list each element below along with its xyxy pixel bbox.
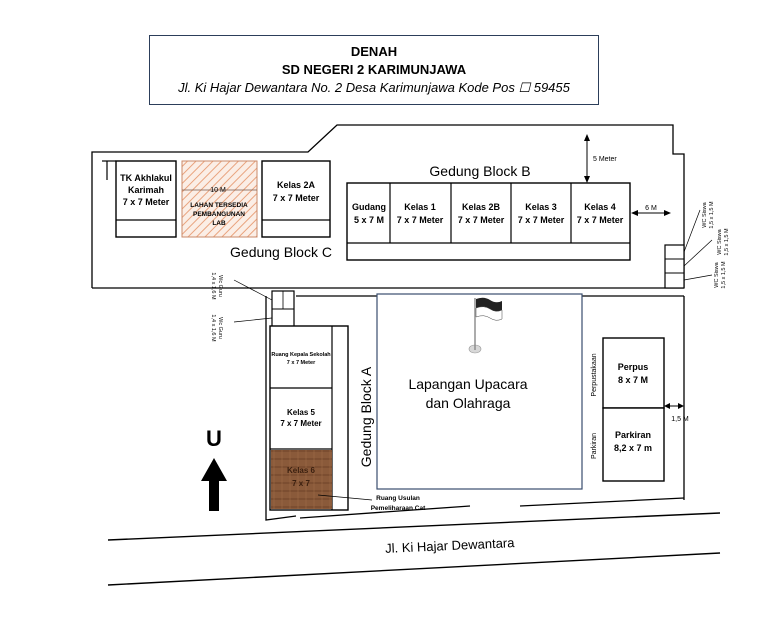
parkir-name: Parkiran: [615, 430, 651, 440]
wc-siswa-a-label: WC Siswa: [702, 201, 708, 227]
block-c-label: Gedung Block C: [230, 244, 332, 260]
title-address: Jl. Ki Hajar Dewantara No. 2 Desa Karimu…: [178, 80, 570, 95]
tk-name: TK Akhlakul: [120, 173, 172, 183]
title-school: SD NEGERI 2 KARIMUNJAWA: [281, 62, 467, 77]
room-kelas2b-name: Kelas 2B: [462, 202, 501, 212]
room-kelas4-name: Kelas 4: [584, 202, 616, 212]
lab-line-2: PEMBANGUNAN: [193, 211, 245, 218]
block-c-lab: [181, 160, 258, 238]
road-edge-bottom: [107, 552, 721, 586]
block-c-kelas2a: [261, 160, 331, 238]
block-a-label: Gedung Block A: [358, 366, 374, 467]
boundary-north: [91, 124, 685, 288]
usulan-line-1: Ruang Usulan: [376, 495, 420, 502]
boundary-south: [265, 296, 297, 521]
wc-guru-b-label: Wc Guru: [217, 317, 223, 339]
wc-siswa-leader-2: [683, 239, 713, 267]
perpus-name: Perpus: [618, 362, 649, 372]
field-line-2: dan Olahraga: [426, 395, 511, 411]
compass-label: U: [206, 426, 222, 451]
perpus-side-label: Perpustakaan: [591, 353, 598, 396]
wc-guru-leader-2: [233, 317, 273, 323]
block-c-tk: [115, 160, 177, 238]
dim-1-5m-arrow-left: [664, 403, 670, 409]
wc-guru-a-label: Wc Guru: [217, 275, 223, 297]
flag-white: [475, 306, 503, 321]
kelas6-name: Kelas 6: [287, 466, 316, 475]
wc-guru-leader-1: [233, 279, 273, 301]
wc-siswa-c-label: WC Siswa: [714, 261, 720, 287]
wc-siswa-b-label: WC Siswa: [717, 228, 723, 254]
wc-siswa-c-size: 1,5 x 1,5 M: [721, 261, 727, 289]
lab-line-3: LAB: [212, 220, 226, 227]
dim-6m: 6 M: [645, 205, 657, 212]
dim-5m-arrow-top: [584, 134, 590, 141]
dim-6m-arrow-left: [631, 210, 638, 216]
room-kelas4-size: 7 x 7 Meter: [577, 215, 624, 225]
wc-guru-a-size: 1,4 x 1,6 M: [210, 272, 216, 300]
fence-south-2: [519, 497, 685, 507]
room-gudang-name: Gudang: [352, 202, 386, 212]
kelas2a-size: 7 x 7 Meter: [273, 193, 320, 203]
kelas6-room: [271, 450, 332, 509]
block-b-frame: [346, 182, 631, 261]
dim-1-5m: 1,5 M: [671, 416, 689, 423]
flag-red: [476, 297, 502, 312]
road-label: Jl. Ki Hajar Dewantara: [385, 535, 516, 556]
room-kelas1-size: 7 x 7 Meter: [397, 215, 444, 225]
wc-guru-b-size: 1,4 x 1,6 M: [210, 314, 216, 342]
kelas5-size: 7 x 7 Meter: [280, 419, 321, 428]
room-kelas2b-size: 7 x 7 Meter: [458, 215, 505, 225]
title-box: DENAH SD NEGERI 2 KARIMUNJAWA Jl. Ki Haj…: [149, 35, 599, 105]
field-line-1: Lapangan Upacara: [408, 376, 527, 392]
kelas6-size: 7 x 7: [292, 479, 310, 488]
dim-5m-arrow-bottom: [584, 176, 590, 183]
kelas2a-name: Kelas 2A: [277, 180, 316, 190]
kepsek-size: 7 x 7 Meter: [287, 360, 316, 366]
room-kelas1-name: Kelas 1: [404, 202, 436, 212]
dim-1-5m-arrow-right: [678, 403, 684, 409]
wc-siswa-b-size: 1,5 x 1,5 M: [724, 228, 730, 256]
parkir-side-label: Parkiran: [591, 433, 598, 459]
room-kelas3-name: Kelas 3: [525, 202, 557, 212]
wc-siswa-block: [664, 244, 685, 289]
title-denah: DENAH: [350, 44, 398, 59]
lab-dim: 10 M: [210, 187, 226, 194]
north-arrow-icon: [201, 458, 227, 511]
wc-siswa-a-size: 1,5 x 1,5 M: [709, 201, 715, 229]
room-gudang-size: 5 x 7 M: [354, 215, 384, 225]
wc-siswa-leader-3: [683, 274, 713, 281]
tk-size: 7 x 7 Meter: [123, 197, 170, 207]
kelas5-name: Kelas 5: [287, 408, 316, 417]
field-area: [376, 293, 583, 490]
perpus-room: [602, 337, 665, 409]
parkir-size: 8,2 x 7 m: [614, 443, 652, 453]
usulan-leader: [317, 494, 373, 501]
kepsek-name: Ruang Kepala Sekolah: [271, 352, 331, 358]
fence-south-1: [299, 505, 471, 519]
dim-5m: 5 Meter: [593, 156, 617, 163]
block-b-label: Gedung Block B: [429, 163, 530, 179]
room-kelas3-size: 7 x 7 Meter: [518, 215, 565, 225]
road-edge-top: [107, 512, 721, 541]
perpus-size: 8 x 7 M: [618, 375, 648, 385]
parkir-room: [602, 407, 665, 482]
dim-6m-arrow-right: [664, 210, 671, 216]
lab-line-1: LAHAN TERSEDIA: [190, 202, 248, 209]
tk-name-2: Karimah: [128, 185, 164, 195]
usulan-line-2: Pemeliharaan Cat: [371, 505, 426, 512]
wc-siswa-leader-1: [683, 209, 701, 253]
